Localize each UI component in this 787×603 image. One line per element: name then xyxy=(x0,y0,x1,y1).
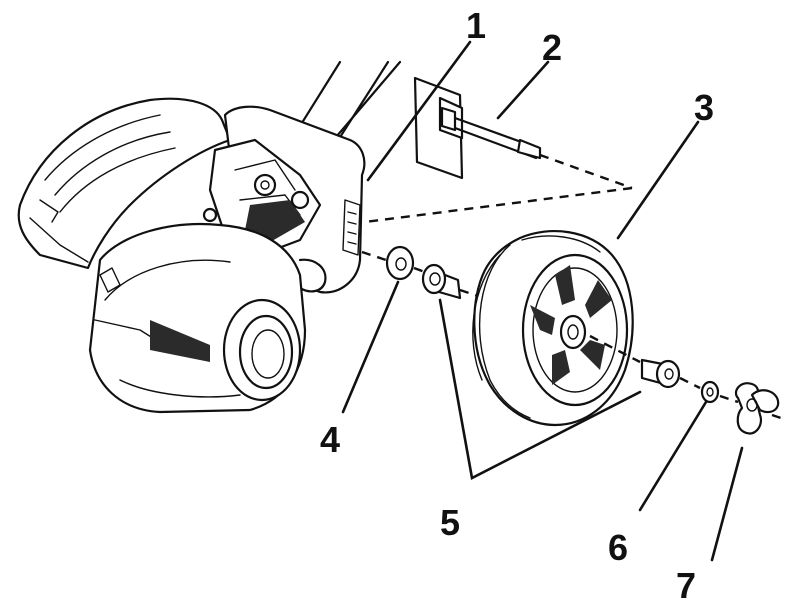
callout-6: 6 xyxy=(608,527,628,568)
motor-end-cap xyxy=(222,298,302,402)
leader-lines xyxy=(341,40,744,562)
part-3-wheel xyxy=(472,229,634,427)
debris-guard xyxy=(17,97,232,270)
part-2-axle-bolt xyxy=(413,76,542,180)
part-7-wing-nut xyxy=(734,382,780,435)
part-5-bushing-outer xyxy=(640,358,681,389)
callout-2: 2 xyxy=(542,27,562,68)
callout-7: 7 xyxy=(676,565,696,603)
part-4-washer xyxy=(385,245,415,281)
callout-3: 3 xyxy=(694,87,714,128)
callout-5: 5 xyxy=(440,502,460,543)
assembly-guide-lines xyxy=(361,153,787,422)
part-5-bushing-inner xyxy=(421,263,462,300)
part-6-lock-washer xyxy=(700,380,720,404)
callout-4: 4 xyxy=(320,419,340,460)
trimmer-body xyxy=(17,60,402,414)
callout-1: 1 xyxy=(466,5,486,46)
